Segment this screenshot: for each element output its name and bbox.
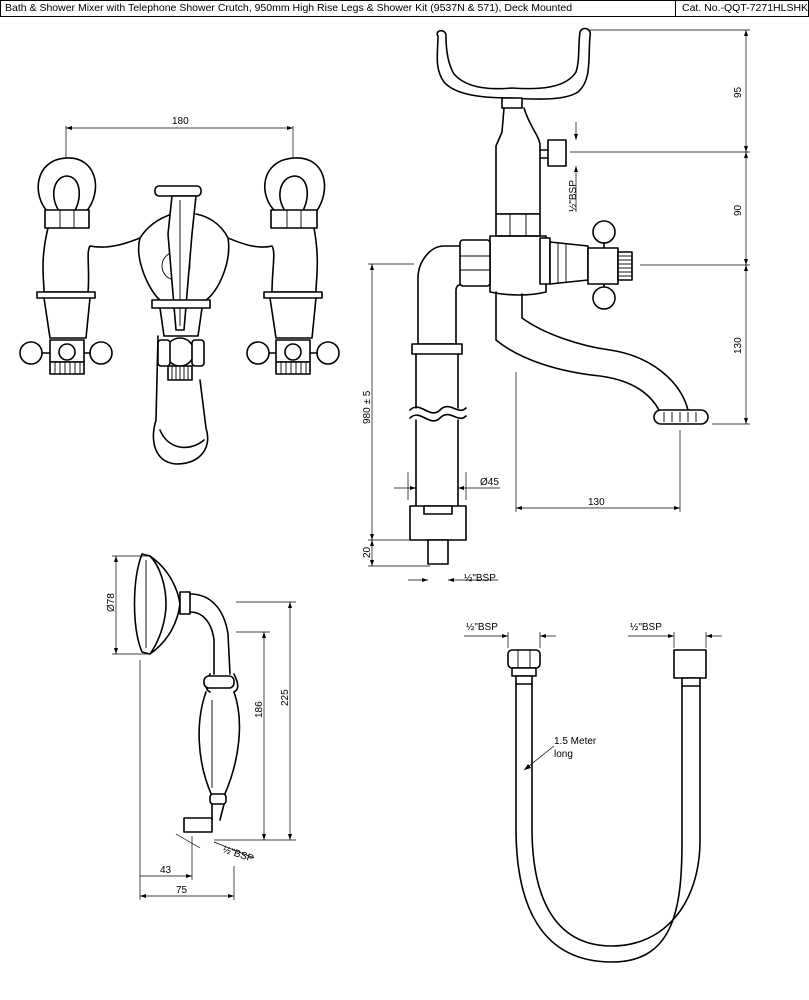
side-view: 95 90 130 ½"BSP 980 ± 5 20 Ø45 13 xyxy=(362,27,750,584)
drawing-title: Bath & Shower Mixer with Telephone Showe… xyxy=(5,2,573,14)
dim-handset-offset: 43 xyxy=(160,865,172,876)
front-view: 180 xyxy=(19,116,340,465)
dim-base-height: 20 xyxy=(362,546,373,558)
dim-handset-bsp: ½"BSP xyxy=(221,844,255,864)
dim-handset-depth: 75 xyxy=(176,885,188,896)
dim-front-width: 180 xyxy=(172,116,189,127)
dim-leg-height: 980 ± 5 xyxy=(362,390,373,424)
dim-hose-left-bsp: ½"BSP xyxy=(466,622,498,633)
dim-leg-diameter: Ø45 xyxy=(480,477,499,488)
dim-crutch-height: 95 xyxy=(733,86,744,98)
dim-valve-to-spout: 130 xyxy=(733,337,744,354)
dim-crutch-to-valve: 90 xyxy=(733,204,744,216)
dim-hose-right-bsp: ½"BSP xyxy=(630,622,662,633)
catalog-number: Cat. No.-QQT-7271HLSHK xyxy=(675,1,809,16)
dim-outlet-bsp: ½"BSP xyxy=(568,180,579,212)
dim-hose-length-2: long xyxy=(554,749,573,760)
dim-inlet-bsp: ½"BSP xyxy=(464,573,496,584)
title-block: Bath & Shower Mixer with Telephone Showe… xyxy=(0,0,809,17)
hose-view: ½"BSP ½"BSP 1.5 Meter long xyxy=(464,622,722,963)
dim-handset-grip: 186 xyxy=(254,701,265,718)
dim-head-diameter: Ø78 xyxy=(106,593,117,612)
handset-view: Ø78 186 225 ½"BSP 43 75 xyxy=(106,553,296,900)
dim-handset-length: 225 xyxy=(280,689,291,706)
dim-hose-length-1: 1.5 Meter xyxy=(554,736,597,747)
dim-spout-reach: 130 xyxy=(588,497,605,508)
